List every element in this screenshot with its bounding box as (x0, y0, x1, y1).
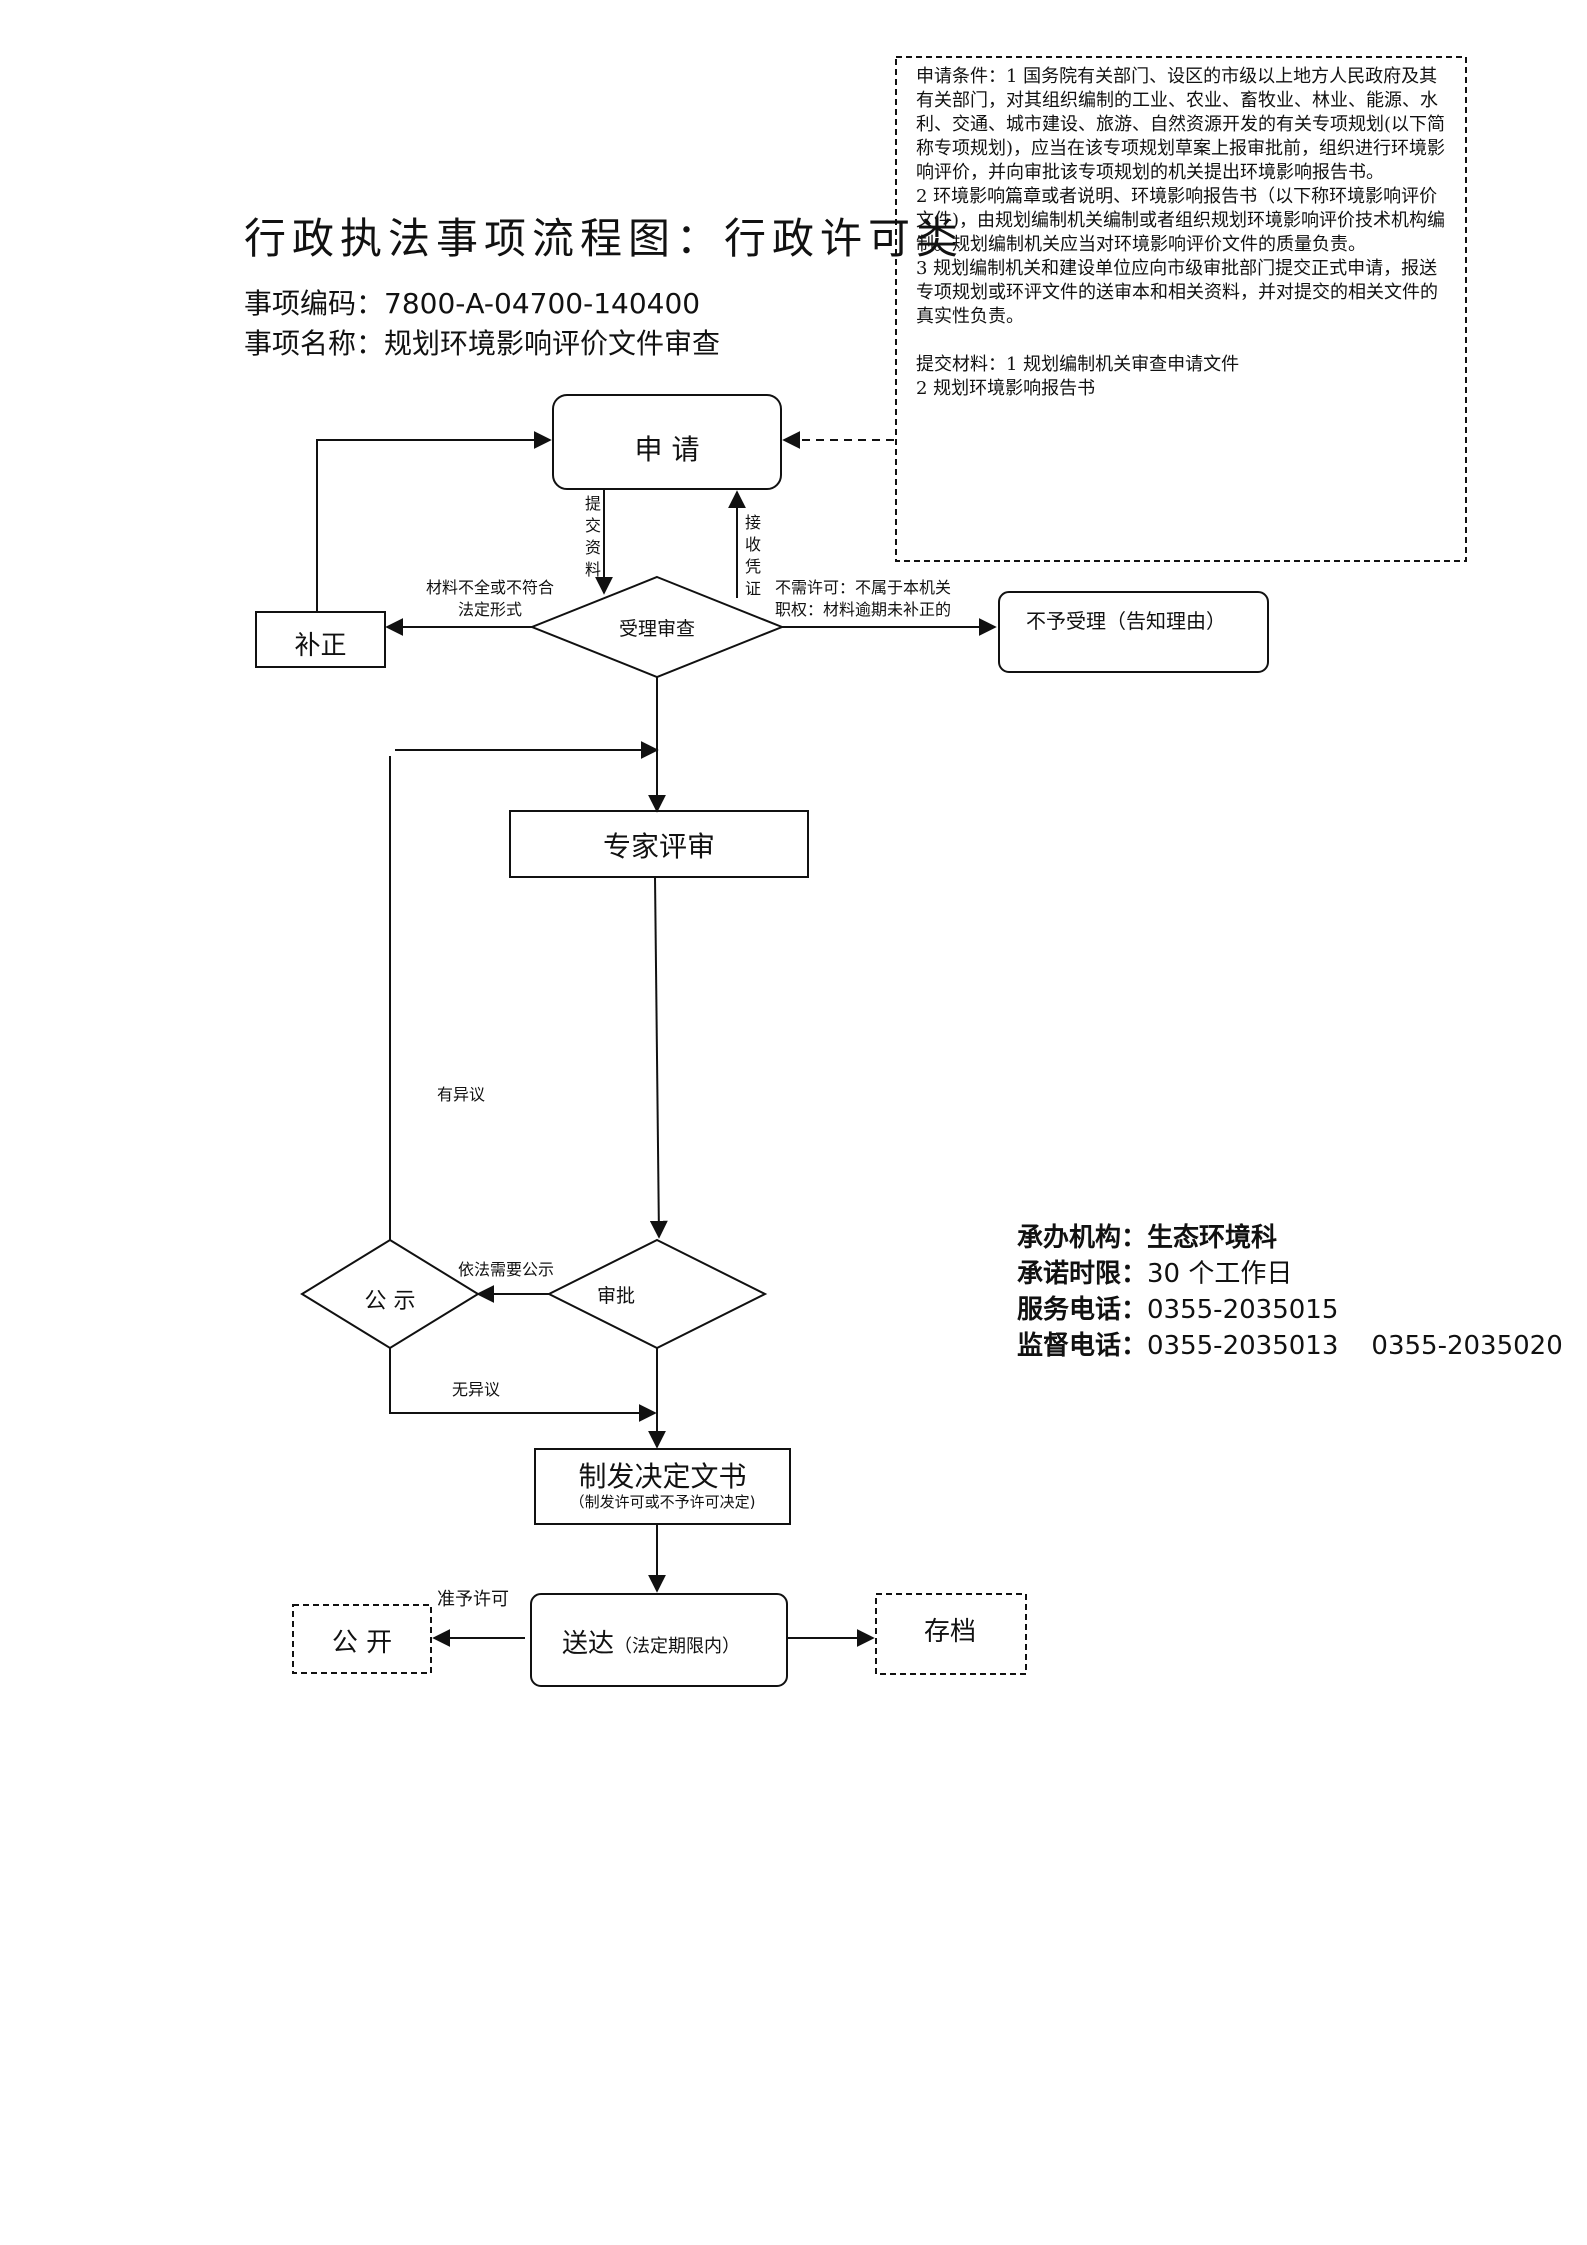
reject-box (998, 591, 1269, 673)
objection-label: 有异议 (437, 1085, 486, 1104)
deliver-label: 送达 (562, 1629, 615, 1659)
no-objection-arrow (389, 1348, 657, 1422)
disclose-box (292, 1604, 432, 1674)
condition-2: 2 环境影响篇章或者说明、环境影响报告书（以下称环境影响评价文件)，由规划编制机… (916, 186, 1446, 255)
not-required-line-2: 职权：材料逾期未补正的 (775, 600, 952, 619)
agency-service-phone: 0355-2035015 (1147, 1295, 1339, 1325)
supplement-loop-arrow (316, 431, 552, 612)
submit-materials-label: 提交资料 (583, 493, 603, 581)
no-objection-label: 无异议 (452, 1380, 501, 1399)
receive-voucher-text: 接收凭证 (744, 513, 761, 598)
deliver-box (530, 1593, 788, 1687)
publicity-needed-label: 依法需要公示 (458, 1260, 555, 1279)
submit-materials-text: 提交资料 (584, 494, 601, 579)
grant-label: 准予许可 (437, 1589, 509, 1610)
item-name: 规划环境影响评价文件审查 (384, 327, 721, 360)
agency-service-line: 服务电话：0355-2035015 (1017, 1289, 1338, 1326)
issue-decision-box (534, 1448, 791, 1525)
publicity-label: 公 示 (364, 1289, 416, 1314)
agency-service-label: 服务电话： (1017, 1295, 1148, 1325)
condition-3: 3 规划编制机关和建设单位应向市级审批部门提交正式申请，报送专项规划或环评文件的… (916, 258, 1438, 327)
item-code: 7800-A-04700-140400 (384, 287, 701, 320)
disclose-label: 公 开 (331, 1628, 393, 1658)
not-required-label: 不需许可：不属于本机关 职权：材料逾期未补正的 (775, 577, 951, 621)
requirements-notes: 申请条件：1 国务院有关部门、设区的市级以上地方人民政府及其有关部门，对其组织编… (896, 57, 1466, 561)
expert-review-box (509, 810, 809, 878)
item-code-label: 事项编码： (244, 287, 385, 320)
agency-time-line: 承诺时限：30 个工作日 (1017, 1253, 1292, 1290)
issue-decision-note: （制发许可或不予许可决定) (569, 1493, 756, 1511)
incomplete-line-2: 法定形式 (457, 600, 522, 619)
supplement-box (255, 611, 386, 668)
requirements-box (895, 56, 1467, 562)
agency-supervise-line: 监督电话：0355-2035013 0355-2035020 (1017, 1325, 1563, 1362)
agency-supervise-label: 监督电话： (1017, 1331, 1148, 1361)
not-required-line-1: 不需许可：不属于本机关 (775, 578, 952, 597)
condition-1: 申请条件：1 国务院有关部门、设区的市级以上地方人民政府及其有关部门，对其组织编… (916, 66, 1446, 183)
expert-review-label: 专家评审 (602, 830, 715, 863)
supplement-label: 补正 (294, 631, 347, 661)
apply-label: 申 请 (634, 433, 700, 466)
reject-label: 不予受理（告知理由） (1026, 609, 1226, 633)
item-name-line: 事项名称：规划环境影响评价文件审查 (244, 322, 720, 362)
page-title: 行政执法事项流程图：行政许可类 (244, 214, 965, 263)
deliver-label-group: 送达（法定期限内） (562, 1623, 740, 1660)
receive-voucher-label: 接收凭证 (743, 512, 763, 600)
deliver-note: （法定期限内） (614, 1636, 741, 1657)
agency-time: 30 个工作日 (1147, 1259, 1293, 1289)
incomplete-label: 材料不全或不符合 法定形式 (400, 577, 580, 621)
item-name-label: 事项名称： (244, 327, 385, 360)
material-2: 2 规划环境影响报告书 (916, 378, 1096, 399)
archive-label: 存档 (924, 1617, 977, 1647)
agency-org: 生态环境科 (1147, 1223, 1278, 1253)
issue-decision-label: 制发决定文书 (578, 1460, 747, 1493)
apply-box (552, 394, 782, 490)
archive-box (875, 1593, 1027, 1675)
approval-label: 审批 (597, 1285, 636, 1307)
incomplete-line-1: 材料不全或不符合 (425, 578, 554, 597)
agency-org-label: 承办机构： (1017, 1223, 1148, 1253)
agency-time-label: 承诺时限： (1017, 1259, 1148, 1289)
expert-to-approval-arrow (649, 876, 668, 1239)
agency-supervise-phone: 0355-2035013 0355-2035020 (1147, 1331, 1563, 1361)
material-1: 提交材料：1 规划编制机关审查申请文件 (916, 354, 1240, 375)
item-code-line: 事项编码：7800-A-04700-140400 (244, 282, 700, 322)
acceptance-review-label: 受理审查 (618, 618, 695, 640)
agency-org-line: 承办机构：生态环境科 (1017, 1217, 1277, 1254)
